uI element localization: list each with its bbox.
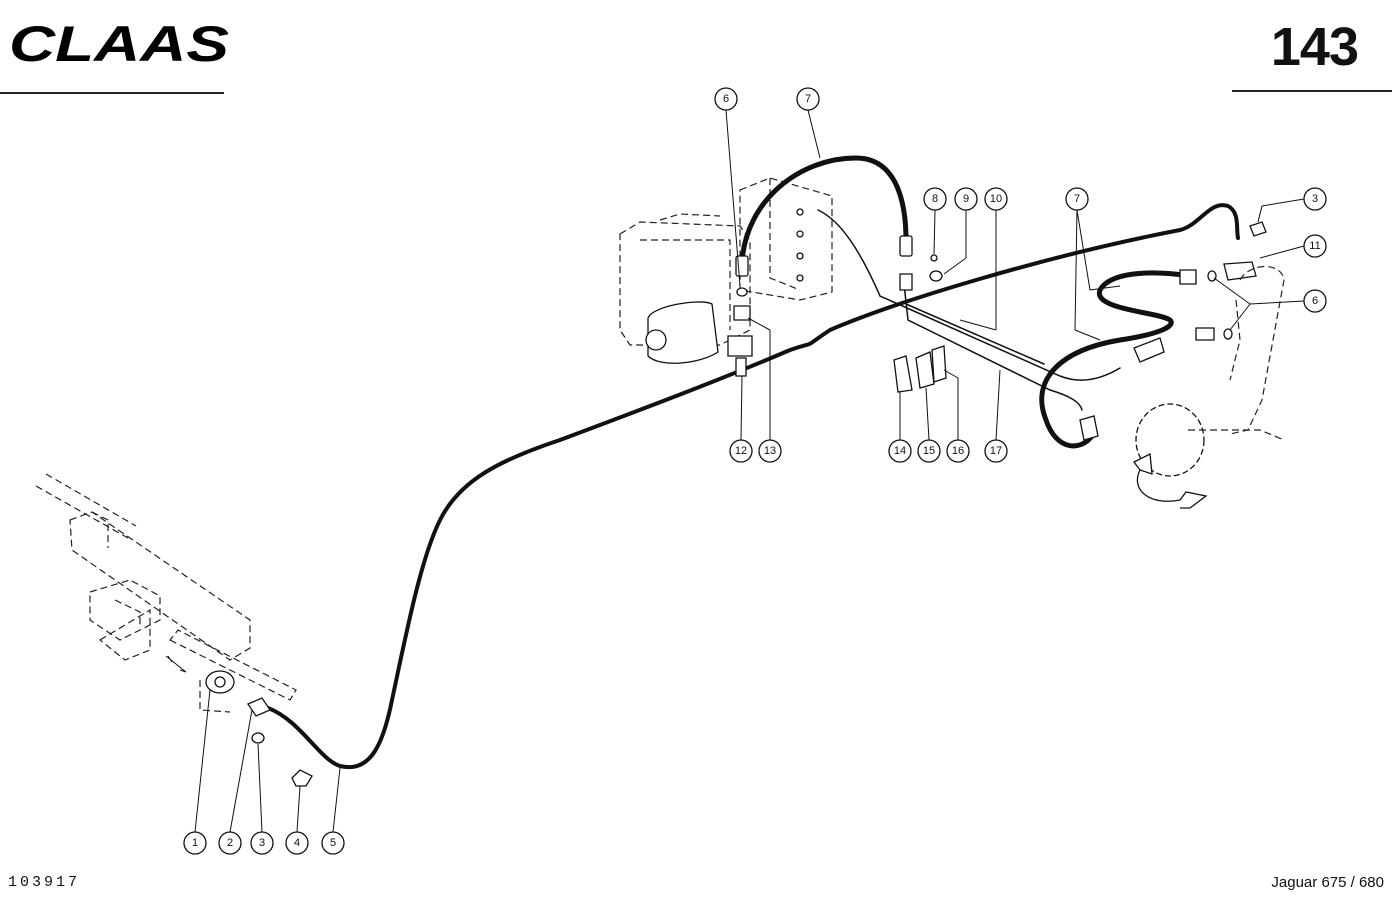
long-hose <box>266 203 1240 770</box>
callout-12: 12 <box>729 439 753 463</box>
svg-text:7: 7 <box>1074 193 1080 205</box>
brand-logo-text: CLAAS <box>9 20 229 68</box>
callout-11: 11 <box>1303 234 1327 258</box>
leader-lines <box>194 109 1305 833</box>
svg-text:3: 3 <box>259 837 265 849</box>
svg-text:4: 4 <box>294 837 300 849</box>
callout-2: 2 <box>218 831 242 855</box>
hydraulic-motor <box>1133 266 1285 509</box>
callout-17: 17 <box>984 439 1008 463</box>
svg-text:5: 5 <box>330 837 336 849</box>
callout-9: 9 <box>954 187 978 211</box>
svg-text:7: 7 <box>805 93 811 105</box>
drawing-number: 103917 <box>8 874 81 891</box>
model-name: Jaguar 675 / 680 <box>1271 874 1384 891</box>
header-rule-right <box>1232 90 1392 92</box>
callout-16: 16 <box>946 439 970 463</box>
svg-text:2: 2 <box>227 837 233 849</box>
claas-logo: CLAAS <box>6 16 232 72</box>
cylinder-assembly <box>35 473 297 713</box>
callout-3-left: 3 <box>250 831 274 855</box>
right-fittings <box>1207 221 1267 340</box>
callout-13: 13 <box>758 439 782 463</box>
valve-fittings <box>727 287 753 377</box>
svg-text:9: 9 <box>963 193 969 205</box>
callout-5: 5 <box>321 831 345 855</box>
callout-14: 14 <box>888 439 912 463</box>
svg-text:3: 3 <box>1312 193 1318 205</box>
header-rule-left <box>0 92 224 94</box>
page-number: 143 <box>1270 17 1359 77</box>
callout-8: 8 <box>923 187 947 211</box>
callout-7-top: 7 <box>796 87 820 111</box>
callout-15: 15 <box>917 439 941 463</box>
callout-4: 4 <box>285 831 309 855</box>
svg-text:10: 10 <box>990 193 1002 205</box>
callout-10: 10 <box>984 187 1008 211</box>
callout-3-right: 3 <box>1303 187 1327 211</box>
svg-text:14: 14 <box>894 445 906 457</box>
svg-text:11: 11 <box>1309 240 1320 252</box>
svg-text:6: 6 <box>1312 295 1318 307</box>
svg-text:8: 8 <box>932 193 938 205</box>
pipe-clamps <box>893 345 947 393</box>
callout-1: 1 <box>183 831 207 855</box>
callout-7-right: 7 <box>1065 187 1089 211</box>
svg-text:12: 12 <box>735 445 747 457</box>
right-hose <box>1039 270 1193 449</box>
svg-text:16: 16 <box>952 445 964 457</box>
left-small-parts <box>247 697 313 787</box>
steel-pipes <box>817 209 1121 411</box>
upper-hose <box>739 155 909 265</box>
svg-text:17: 17 <box>990 445 1002 457</box>
svg-text:1: 1 <box>192 837 198 849</box>
valve-block <box>619 177 833 364</box>
svg-text:13: 13 <box>764 445 776 457</box>
callout-6-right: 6 <box>1303 289 1327 313</box>
svg-text:15: 15 <box>923 445 935 457</box>
callout-6-top: 6 <box>714 87 738 111</box>
svg-text:6: 6 <box>723 93 729 105</box>
